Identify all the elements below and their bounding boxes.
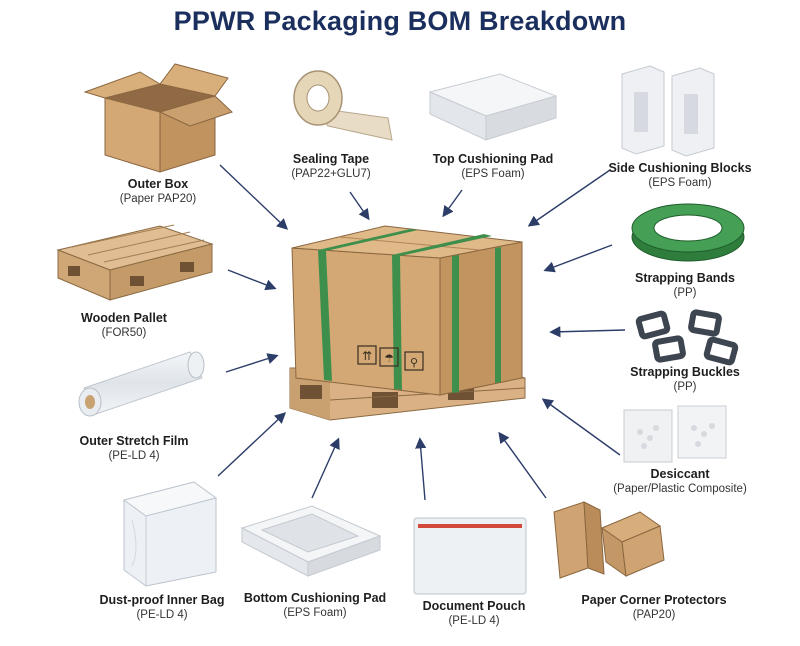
diagram-title: PPWR Packaging BOM Breakdown <box>173 6 627 36</box>
wooden-pallet-illustration <box>56 224 214 301</box>
svg-text:⚲: ⚲ <box>410 356 418 369</box>
component-name: Desiccant <box>650 467 710 481</box>
strapping-bands-illustration <box>631 203 745 262</box>
outer-box-illustration <box>83 63 233 173</box>
svg-text:☂: ☂ <box>384 352 394 365</box>
label-wooden-pallet: Wooden Pallet (FOR50) <box>14 310 234 341</box>
component-material: (PE-LD 4) <box>448 615 500 627</box>
dust-proof-inner-bag-illustration <box>122 481 218 587</box>
label-strapping-buckles: Strapping Buckles (PP) <box>575 364 795 395</box>
component-material: (EPS Foam) <box>461 168 525 180</box>
connector-arrows <box>217 164 626 501</box>
outer-stretch-film-illustration <box>78 351 205 417</box>
bottom-cushioning-pad-illustration <box>240 505 382 577</box>
component-material: (Paper/Plastic Composite) <box>613 483 747 495</box>
component-name: Bottom Cushioning Pad <box>243 591 387 605</box>
label-top-cushioning-pad: Top Cushioning Pad (EPS Foam) <box>383 151 603 182</box>
component-name: Paper Corner Protectors <box>581 593 727 607</box>
component-name: Outer Stretch Film <box>79 434 189 448</box>
label-desiccant: Desiccant (Paper/Plastic Composite) <box>570 466 790 497</box>
central-packaged-pallet: ⇈ ☂ ⚲ <box>289 225 526 421</box>
component-material: (PAP20) <box>632 609 676 621</box>
component-material: (PP) <box>673 287 697 299</box>
component-name: Top Cushioning Pad <box>432 152 554 166</box>
component-name: Strapping Bands <box>634 271 735 285</box>
label-paper-corner-protectors: Paper Corner Protectors (PAP20) <box>544 592 764 623</box>
component-material: (PE-LD 4) <box>136 609 188 621</box>
component-material: (PE-LD 4) <box>108 450 160 462</box>
paper-corner-protectors-illustration <box>553 501 665 579</box>
label-dust-proof-inner-bag: Dust-proof Inner Bag (PE-LD 4) <box>52 592 272 623</box>
component-name: Outer Box <box>127 177 189 191</box>
component-name: Wooden Pallet <box>81 311 167 325</box>
top-cushioning-pad-illustration <box>428 73 558 141</box>
component-material: (EPS Foam) <box>648 177 712 189</box>
strapping-buckles-illustration <box>635 309 739 366</box>
side-cushioning-blocks-illustration <box>621 65 715 157</box>
label-strapping-bands: Strapping Bands (PP) <box>575 270 795 301</box>
document-pouch-illustration <box>413 517 527 595</box>
label-side-cushioning-blocks: Side Cushioning Blocks (EPS Foam) <box>570 160 790 191</box>
component-name: Dust-proof Inner Bag <box>99 593 225 607</box>
sealing-tape-illustration <box>293 70 393 141</box>
desiccant-illustration <box>623 405 727 463</box>
label-sealing-tape: Sealing Tape (PAP22+GLU7) <box>221 151 441 182</box>
label-outer-stretch-film: Outer Stretch Film (PE-LD 4) <box>24 433 244 464</box>
component-name: Sealing Tape <box>292 152 370 166</box>
label-bottom-cushioning-pad: Bottom Cushioning Pad (EPS Foam) <box>205 590 425 621</box>
label-document-pouch: Document Pouch (PE-LD 4) <box>364 598 584 629</box>
component-name: Side Cushioning Blocks <box>608 161 752 175</box>
component-name: Strapping Buckles <box>630 365 740 379</box>
component-name: Document Pouch <box>422 599 526 613</box>
component-material: (EPS Foam) <box>283 607 347 619</box>
component-material: (PP) <box>673 381 697 393</box>
component-material: (Paper PAP20) <box>119 193 197 205</box>
component-material: (PAP22+GLU7) <box>291 168 371 180</box>
component-material: (FOR50) <box>101 327 147 339</box>
svg-text:⇈: ⇈ <box>362 349 372 363</box>
label-outer-box: Outer Box (Paper PAP20) <box>48 176 268 207</box>
